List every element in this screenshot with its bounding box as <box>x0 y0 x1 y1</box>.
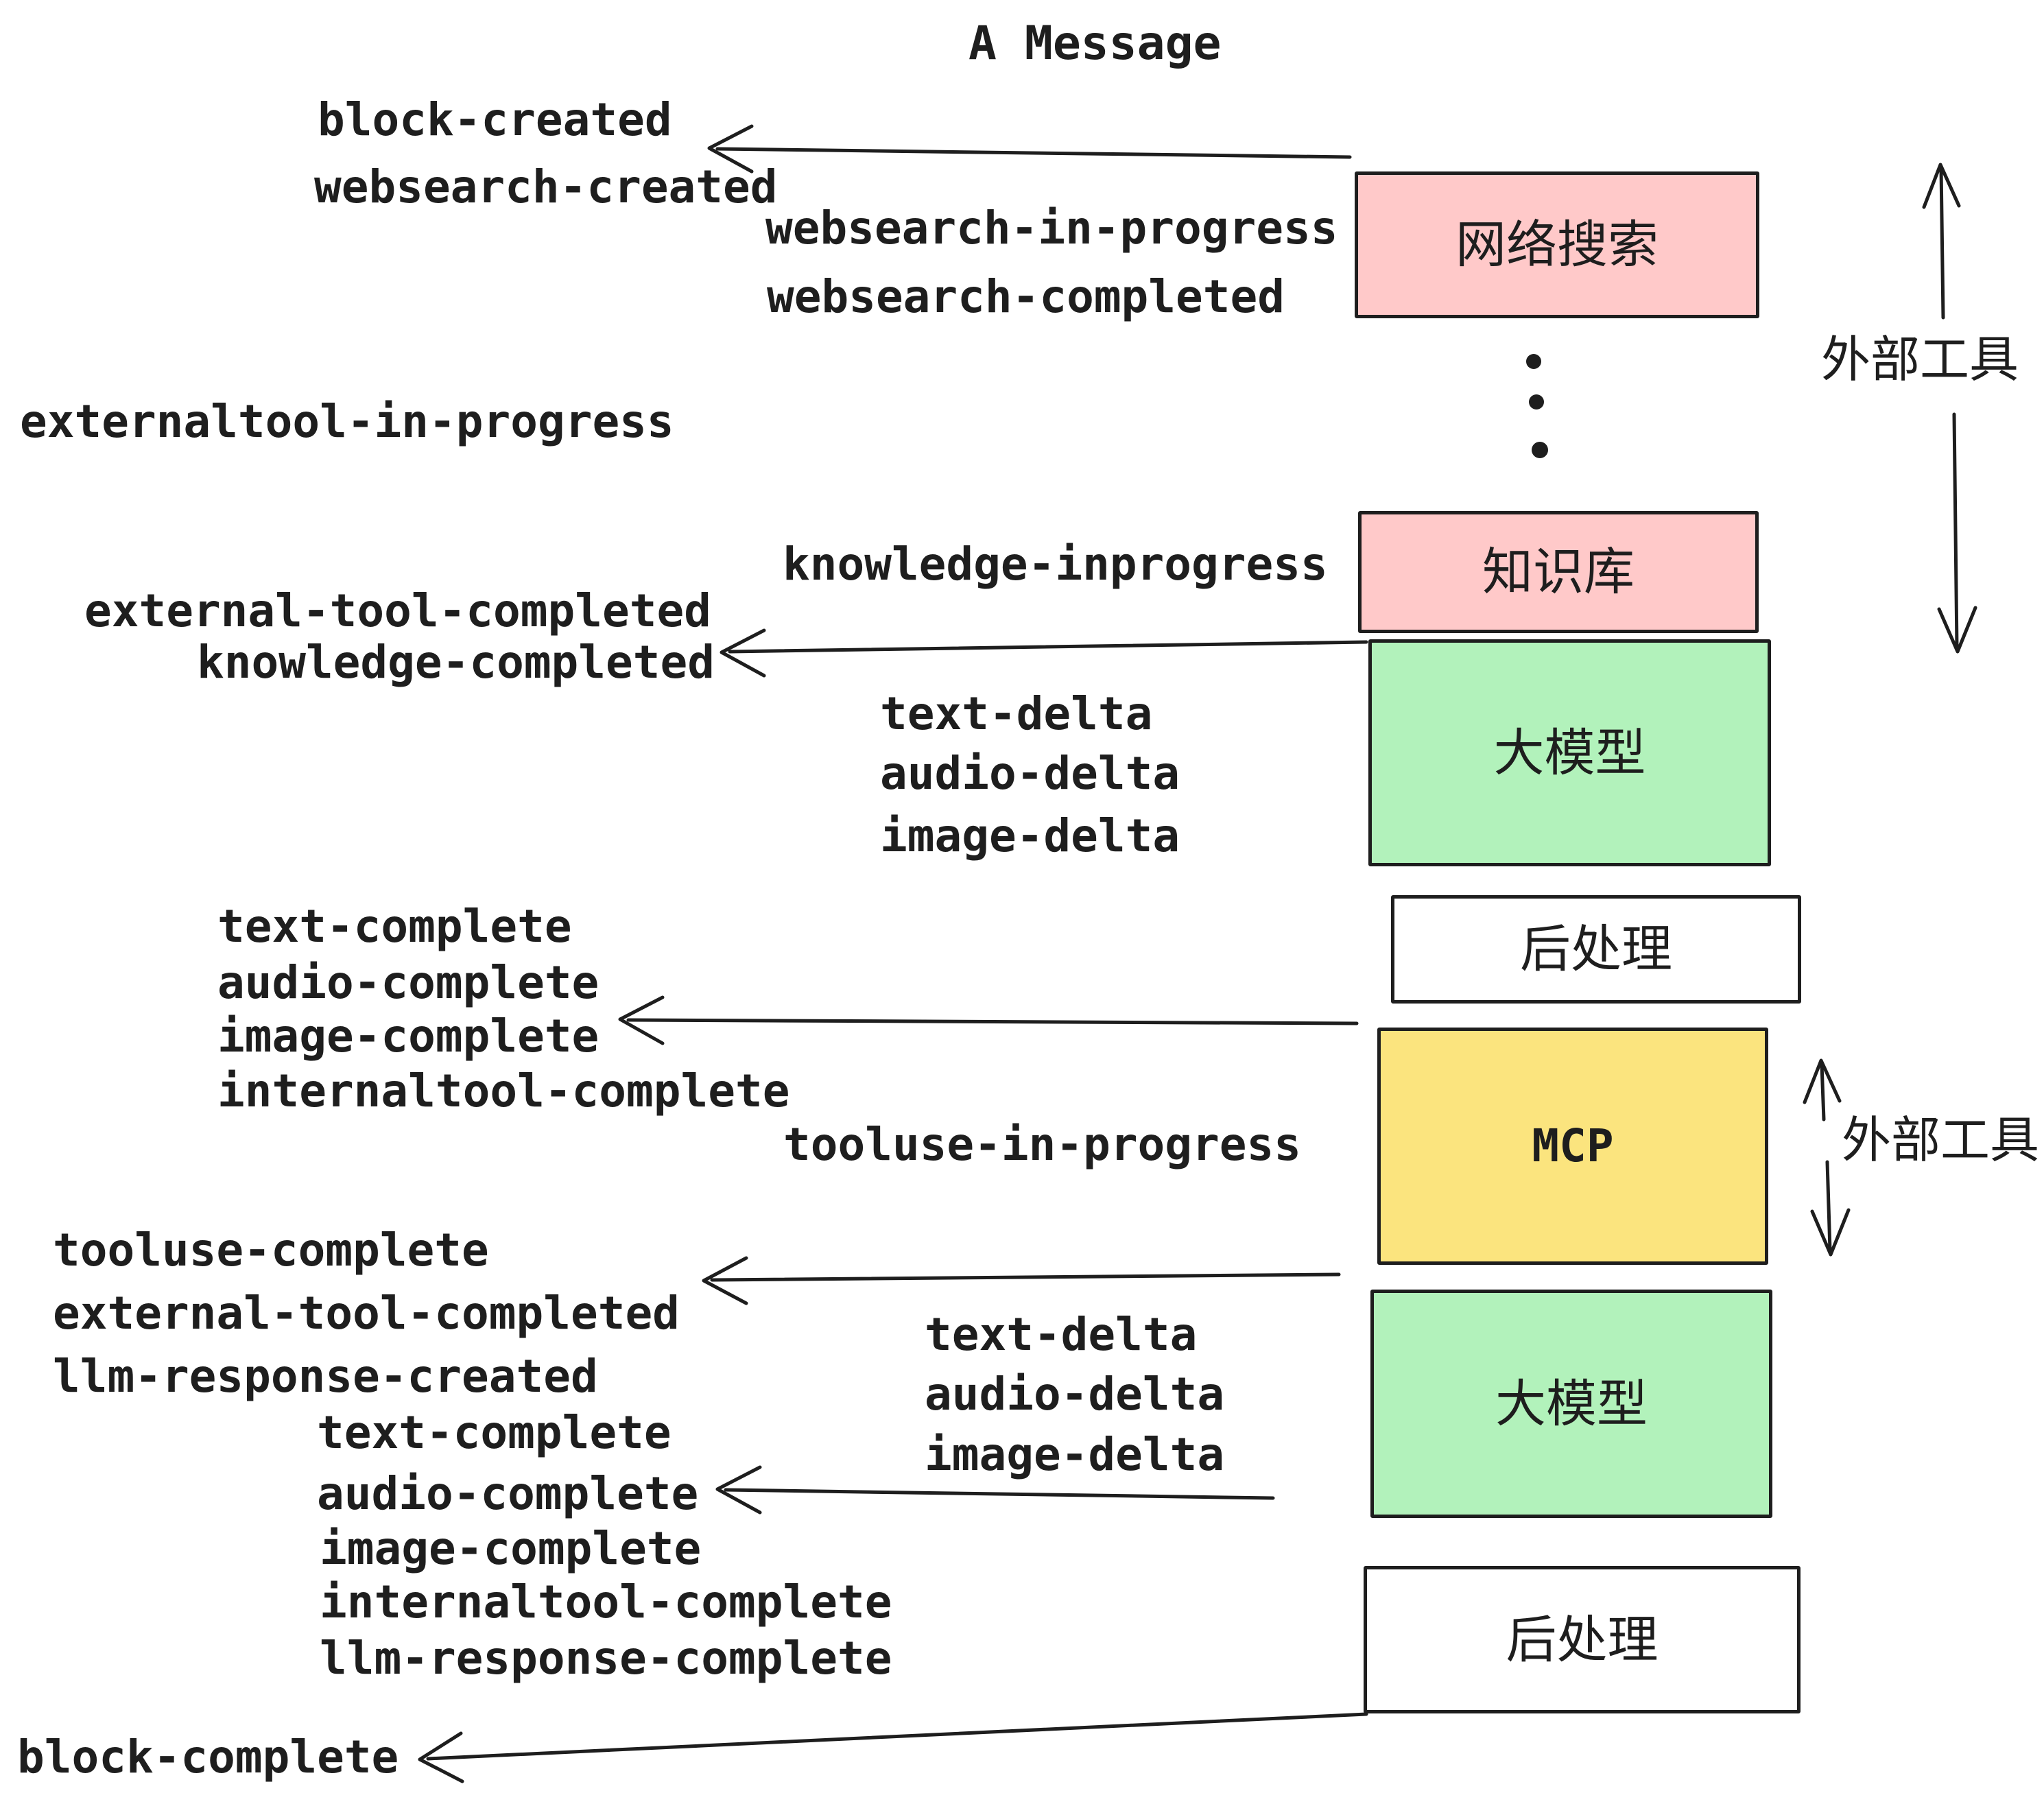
event-llm-response-complete: llm-response-complete <box>320 1632 892 1685</box>
event-websearch-created: websearch-created <box>314 161 778 213</box>
event-external-tool-completed-2: external-tool-completed <box>53 1287 680 1340</box>
event-text-complete-2: text-complete <box>317 1406 672 1459</box>
event-block-complete: block-complete <box>17 1731 399 1783</box>
external-tools-top-arrow <box>1922 163 1977 654</box>
event-text-delta-2: text-delta <box>925 1308 1198 1361</box>
box-websearch-label: 网络搜索 <box>1455 215 1659 274</box>
event-image-complete: image-complete <box>217 1010 599 1063</box>
event-image-delta: image-delta <box>880 809 1180 862</box>
event-image-delta-2: image-delta <box>925 1428 1225 1481</box>
arrow-to-knowledge-completed <box>720 628 1368 678</box>
event-block-created: block-created <box>318 93 672 146</box>
box-llm-2-label: 大模型 <box>1495 1374 1648 1434</box>
event-llm-response-created: llm-response-created <box>53 1350 598 1403</box>
annotation-external-tools-mcp: 外部工具 <box>1842 1111 2040 1169</box>
event-tooluse-in-progress: tooluse-in-progress <box>783 1118 1301 1171</box>
event-image-complete-2: image-complete <box>320 1522 702 1575</box>
event-audio-complete-2: audio-complete <box>317 1467 699 1520</box>
event-tooluse-complete: tooluse-complete <box>53 1224 489 1277</box>
box-websearch: 网络搜索 <box>1355 171 1759 318</box>
event-knowledge-inprogress: knowledge-inprogress <box>783 538 1328 591</box>
event-text-delta: text-delta <box>880 687 1153 740</box>
box-knowledge-base: 知识库 <box>1358 511 1759 633</box>
box-postprocess-2: 后处理 <box>1364 1566 1801 1713</box>
box-llm-1: 大模型 <box>1368 639 1771 866</box>
box-postprocess-2-label: 后处理 <box>1506 1610 1659 1670</box>
event-internaltool-complete: internaltool-complete <box>217 1065 790 1117</box>
event-websearch-in-progress: websearch-in-progress <box>765 202 1338 254</box>
arrow-to-tooluse-complete <box>702 1256 1341 1305</box>
box-llm-2: 大模型 <box>1370 1290 1772 1518</box>
annotation-external-tools-top: 外部工具 <box>1821 331 2019 388</box>
arrow-to-block-created <box>707 124 1352 174</box>
box-llm-1-label: 大模型 <box>1493 723 1646 783</box>
box-postprocess-1-label: 后处理 <box>1520 920 1672 979</box>
ellipsis-dots <box>1526 354 1548 458</box>
arrow-to-image-complete <box>618 995 1359 1045</box>
box-postprocess-1: 后处理 <box>1391 895 1801 1004</box>
box-mcp: MCP <box>1377 1028 1768 1265</box>
box-mcp-label: MCP <box>1532 1119 1614 1172</box>
event-external-tool-completed: external-tool-completed <box>84 584 711 637</box>
event-audio-delta: audio-delta <box>880 747 1180 800</box>
diagram-title: A Message <box>968 16 1222 71</box>
event-externaltool-in-progress: externaltool-in-progress <box>20 395 674 448</box>
event-audio-complete: audio-complete <box>217 956 599 1009</box>
event-knowledge-completed: knowledge-completed <box>197 636 715 689</box>
box-knowledge-base-label: 知识库 <box>1482 543 1635 602</box>
event-audio-delta-2: audio-delta <box>925 1368 1225 1421</box>
event-websearch-completed: websearch-completed <box>767 270 1285 323</box>
event-internaltool-complete-2: internaltool-complete <box>320 1576 892 1628</box>
arrow-to-block-complete <box>418 1712 1368 1783</box>
event-text-complete: text-complete <box>217 900 572 953</box>
